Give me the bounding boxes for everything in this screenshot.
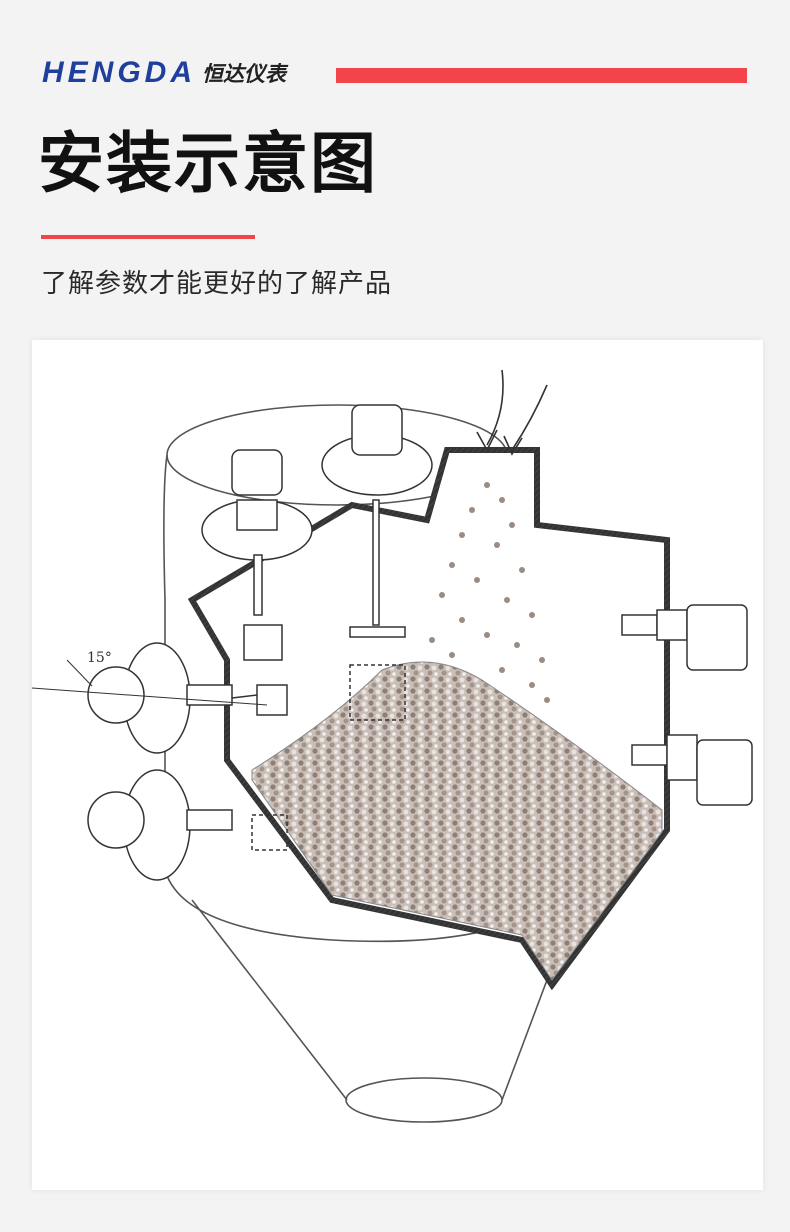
title-underline [41, 235, 255, 239]
brand-name-cn: 恒达仪表 [202, 62, 287, 86]
side-level-switch-lower [87, 769, 288, 881]
falling-material [429, 482, 550, 703]
top-level-switch-right [321, 404, 433, 721]
feed-arrows [476, 369, 548, 456]
installation-diagram: 15° [32, 369, 753, 1123]
page-subtitle: 了解参数才能更好的了解产品 [41, 269, 393, 299]
brand-name-en: HENGDA [42, 56, 197, 89]
page-title: 安装示意图 [38, 125, 378, 202]
brand-logo: HENGDA 恒达仪表 [42, 50, 286, 96]
right-level-switch-lower [631, 734, 753, 806]
angle-label: 15° [87, 650, 112, 666]
side-level-switch-angled [32, 642, 288, 754]
top-level-switch-left [201, 449, 313, 661]
material-pile [251, 661, 663, 981]
installation-diagram-card: 15° [32, 340, 763, 1190]
right-level-switch-upper [621, 604, 748, 671]
header-accent-bar [336, 68, 747, 83]
